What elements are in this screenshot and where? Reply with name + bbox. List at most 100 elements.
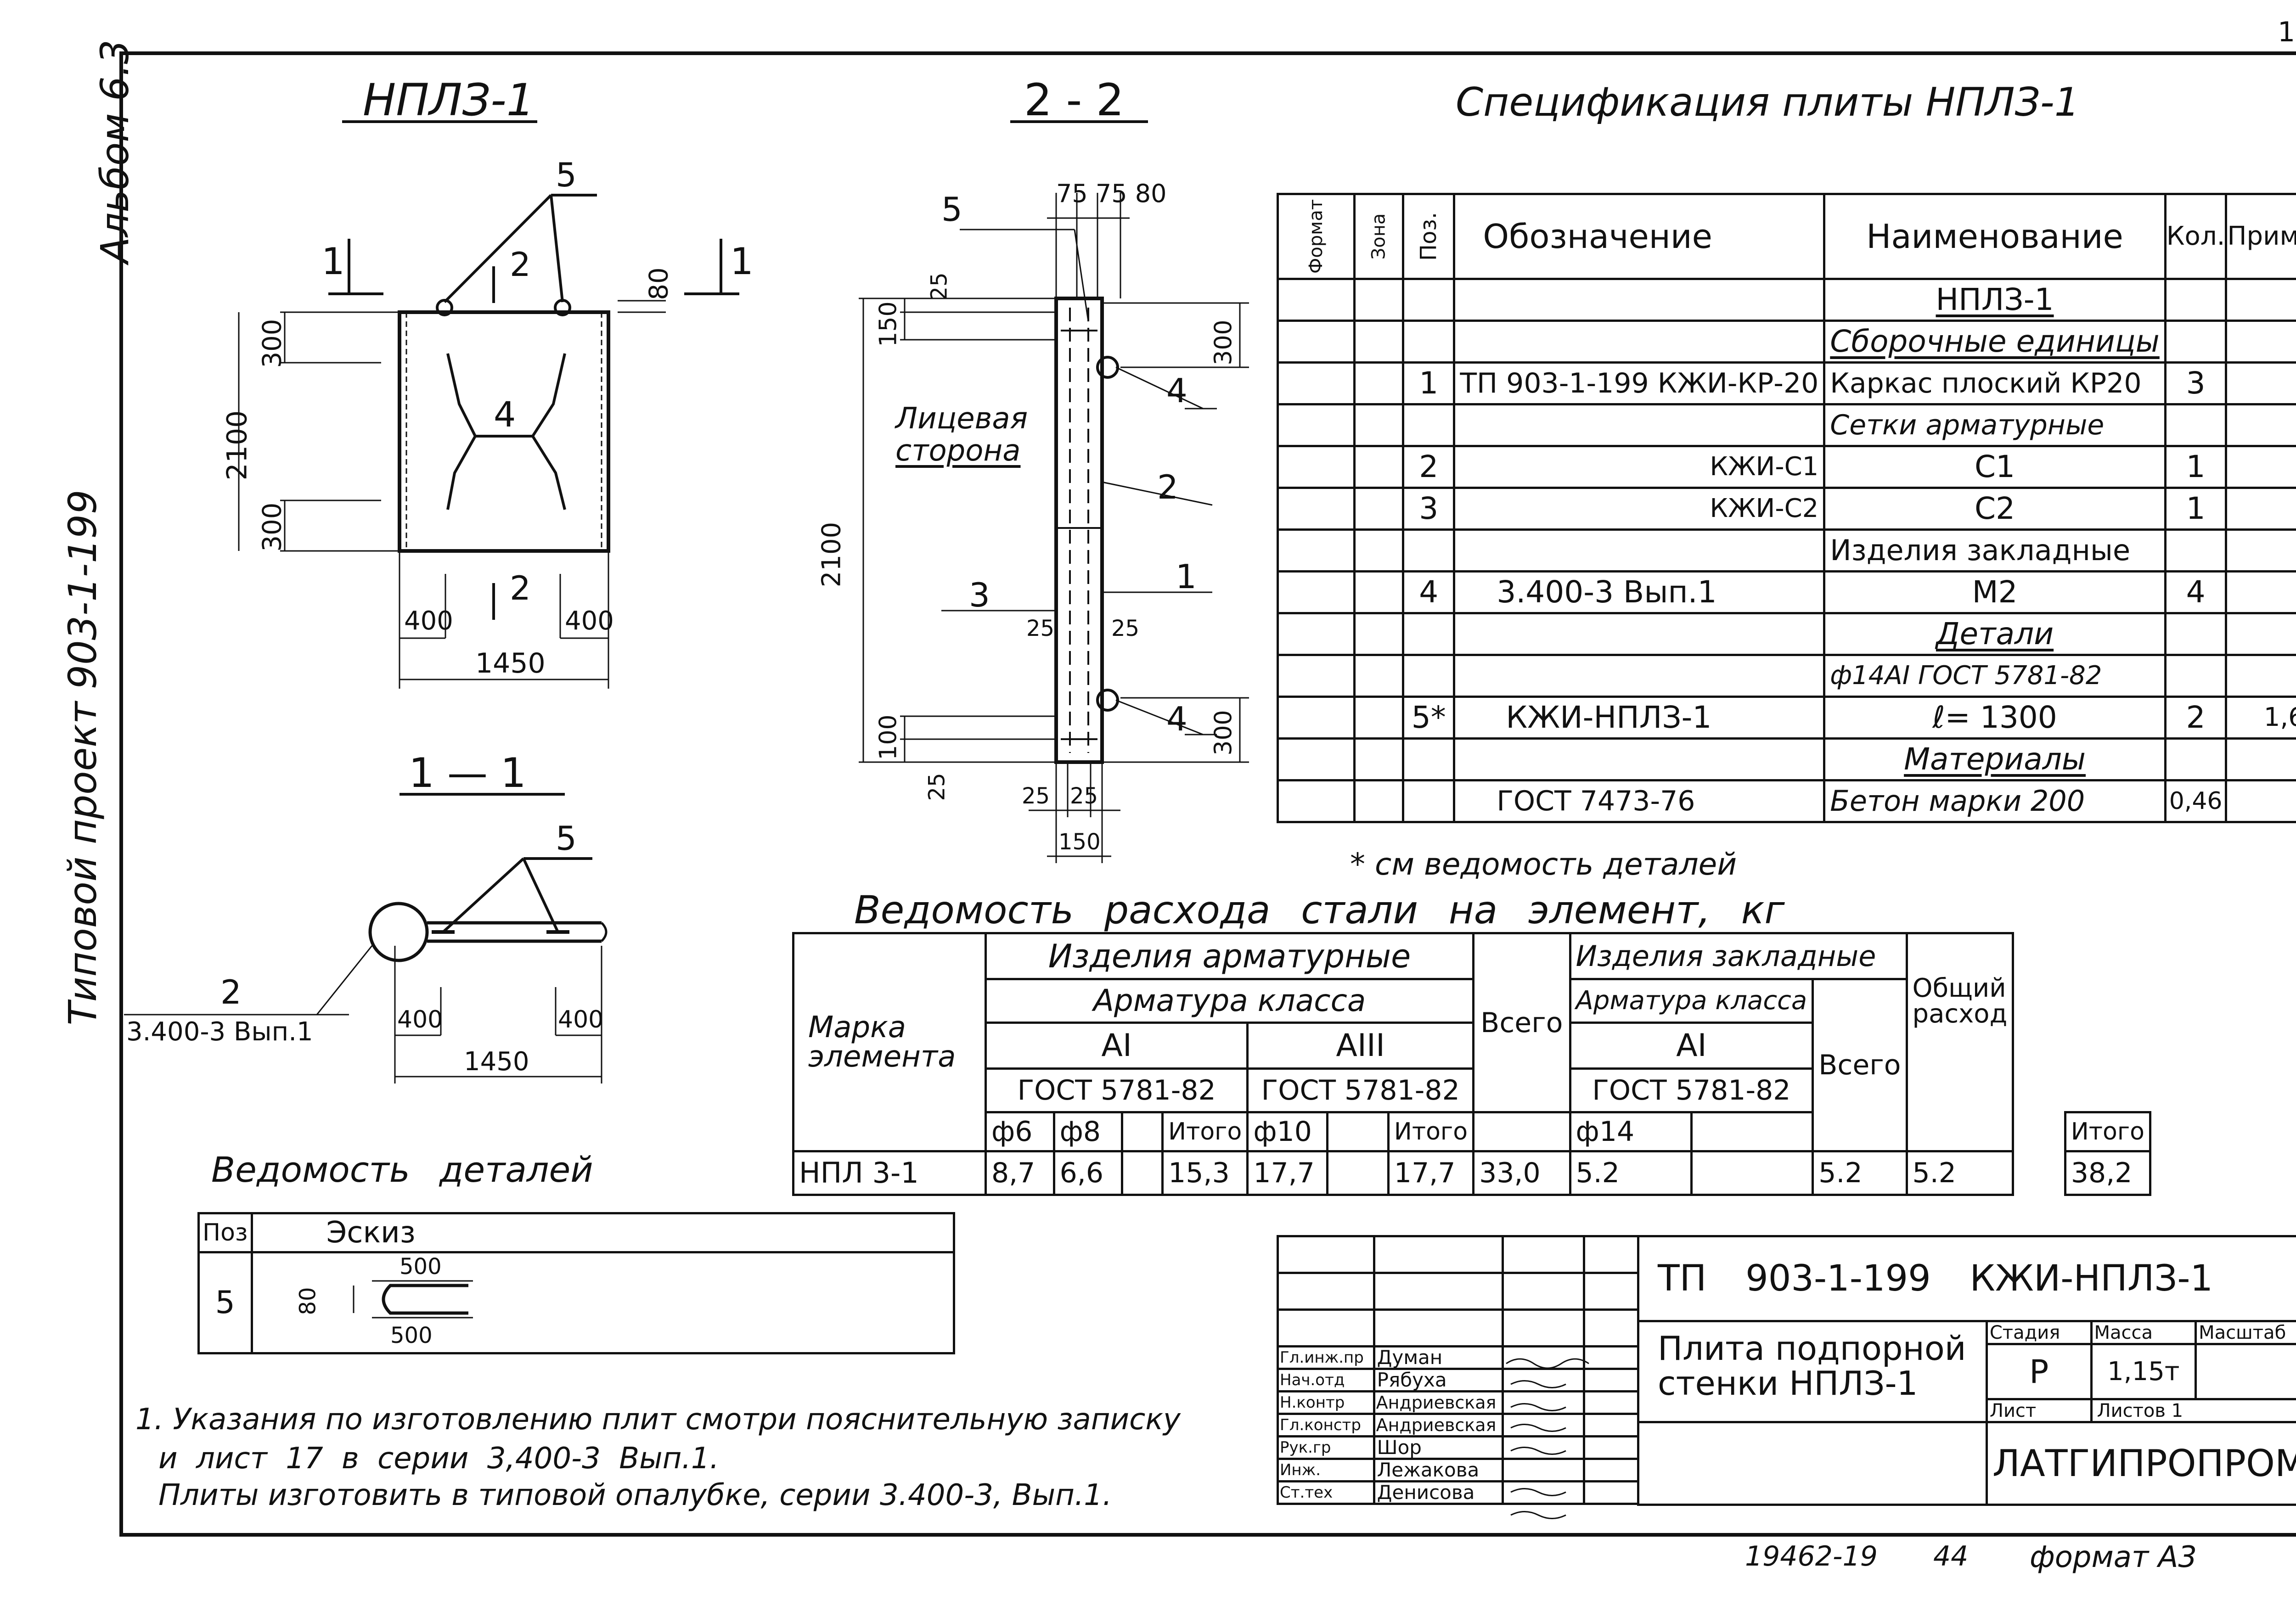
steel-h-ai-emb: АI [1569, 1022, 1814, 1070]
details-h-sketch: Эскиз [250, 1212, 956, 1253]
steel-col-it1: Итого [1161, 1111, 1249, 1152]
view1-pos5: 5 [556, 156, 577, 194]
title-mass-h: Масса [2090, 1320, 2197, 1345]
details-h-pos: Поз [197, 1212, 253, 1253]
spec-footnote: * см ведомость деталей [1350, 847, 1737, 882]
section22-dim-150-bottom: 150 [1058, 829, 1101, 855]
view1-dim-right: 400 [565, 606, 614, 636]
spec-row: Сетки арматурные [1276, 403, 2296, 447]
view1-cut2-bottom: 2 [510, 569, 531, 607]
section11-title: 1 — 1 [409, 749, 526, 797]
section11-dim-width: 1450 [464, 1047, 529, 1077]
view1-cut2-top: 2 [510, 245, 531, 284]
title-sheets-h: Листов 1 [2090, 1398, 2296, 1423]
spec-h-zone: Зона [1353, 193, 1405, 280]
spec-h-pos: Поз. [1402, 193, 1456, 280]
section22-dim-25-b-l: 25 [1022, 783, 1050, 809]
view1-dim-width: 1450 [475, 647, 546, 679]
spec-title: Спецификация плиты НПЛЗ-1 [1456, 79, 2080, 125]
spec-table: Формат Зона Поз. Обозначение Наименовани… [1276, 193, 2296, 823]
steel-h-mark: Марка элемента [792, 932, 987, 1152]
footer-format: формат А3 [2030, 1540, 2197, 1574]
title-name: Плита подпорной стенки НПЛЗ-1 [1637, 1320, 1988, 1423]
view1-dim-lift: 80 [644, 267, 674, 300]
page-number: 170 [2278, 16, 2296, 48]
section22-dim-25-b-r: 25 [1070, 783, 1098, 809]
details-dim-500-bottom: 500 [390, 1323, 433, 1348]
footer-inv: 19462-19 [1745, 1540, 1878, 1572]
section22-pos3: 3 [969, 576, 990, 614]
section11-ref: 3.400-3 Вып.1 [126, 1017, 313, 1047]
steel-h-emb: Изделия закладные [1569, 932, 1908, 980]
steel-h-total: Всего [1472, 932, 1571, 1113]
view1-dim-height: 2100 [221, 410, 253, 481]
drawing-frame [119, 51, 2296, 1537]
section11-dim-right: 400 [558, 1006, 604, 1033]
note-line3: Плиты изготовить в типовой опалубке, сер… [158, 1478, 1112, 1512]
steel-h-arm-class: Арматура класса [984, 978, 1475, 1024]
steel-col-it2: Итого [1387, 1111, 1475, 1152]
steel-h-gost3: ГОСТ 5781-82 [1569, 1067, 1814, 1113]
view1-cut-right: 1 [730, 240, 754, 283]
section11-pos2: 2 [220, 973, 242, 1011]
title-name-line1: Плита подпорной [1658, 1329, 1966, 1368]
view1-dim-top: 300 [257, 319, 287, 368]
note-line1: 1. Указания по изготовлению плит смотри … [135, 1403, 1181, 1437]
section22-dim-150: 150 [874, 301, 902, 347]
details-pos: 5 [197, 1251, 253, 1354]
steel-title: Ведомость расхода стали на элемент, кг [854, 887, 1785, 932]
signer-row: Инж.Лежакова [1277, 1458, 1640, 1482]
steel-table: Марка элемента Изделия арматурные Всего … [792, 932, 2152, 1196]
view1-pos4: 4 [494, 394, 516, 435]
section22-dim-height: 2100 [816, 522, 847, 588]
section22-dim-25-top: 25 [926, 272, 952, 301]
details-dim-80: 80 [295, 1287, 321, 1315]
spec-h-name: Наименование [1823, 193, 2167, 280]
view1-title: НПЛЗ-1 [363, 74, 535, 126]
section22-dim-25-mid-l: 25 [1026, 616, 1055, 641]
spec-row: Материалы [1276, 737, 2296, 781]
section22-pos1: 1 [1176, 557, 1197, 596]
spec-row: ф14АI ГОСТ 5781-82 [1276, 654, 2296, 698]
section22-title: 2 - 2 [1024, 74, 1124, 126]
section22-pos4-bottom: 4 [1166, 700, 1187, 738]
view1-dim-left: 400 [404, 606, 453, 636]
section22-face: Лицевая [895, 402, 1028, 436]
steel-col-f6: ф6 [984, 1111, 1055, 1152]
section22-dim-25-bottom: 25 [924, 773, 950, 801]
title-scale-h: Масштаб [2195, 1320, 2296, 1345]
title-code: ТП 903-1-199 КЖИ-НПЛЗ-1 [1637, 1235, 2296, 1322]
section11-pos5: 5 [556, 819, 577, 858]
title-stage: Р [1985, 1343, 2093, 1400]
title-mass: 1,15т [2090, 1343, 2197, 1400]
section22-dim-300-top: 300 [1210, 320, 1238, 365]
title-name-line2: стенки НПЛЗ-1 [1658, 1364, 1918, 1403]
steel-h-arm: Изделия арматурные [984, 932, 1475, 980]
spec-row: Детали [1276, 612, 2296, 656]
spec-row: Изделия закладные [1276, 528, 2296, 573]
section22-dim-300-bottom: 300 [1210, 710, 1238, 756]
spec-row: НПЛЗ-1 [1276, 278, 2296, 322]
view1-cut-left: 1 [321, 240, 345, 283]
title-sheet-h: Лист [1985, 1398, 2093, 1423]
steel-col-f10: ф10 [1246, 1111, 1328, 1152]
section22-pos5: 5 [941, 190, 962, 229]
section22-pos2: 2 [1157, 468, 1178, 506]
steel-h-ai: АI [984, 1022, 1249, 1070]
spec-h-qty: Кол. [2164, 193, 2228, 280]
steel-h-total2: Всего [1812, 978, 1908, 1152]
section22-pos4-top: 4 [1166, 371, 1187, 410]
view1-dim-bottom: 300 [257, 502, 287, 552]
footer-num: 44 [1933, 1540, 1969, 1572]
section22-face2: сторона [895, 434, 1021, 468]
